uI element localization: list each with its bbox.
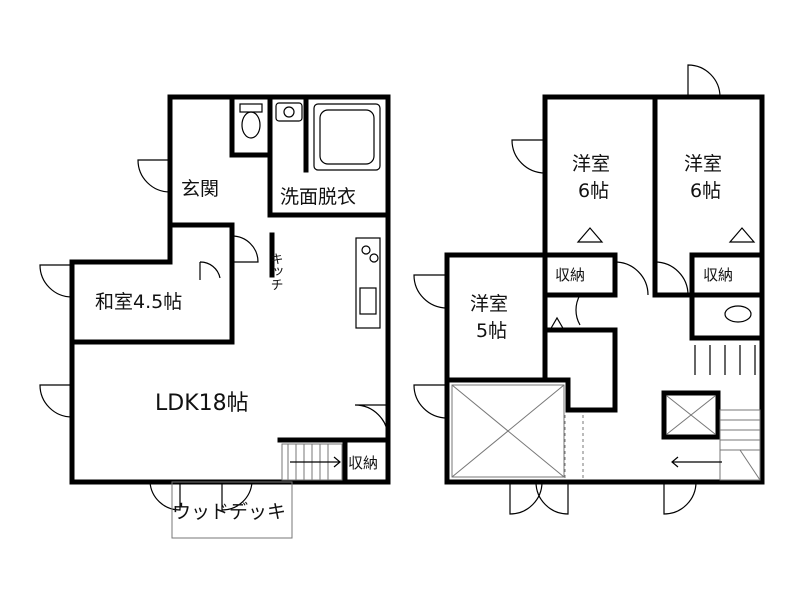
door-bottom-left <box>509 481 543 515</box>
stair-void-box <box>661 390 721 440</box>
label-room-b-size: 6帖 <box>690 180 721 202</box>
bathtub-icon <box>313 103 381 171</box>
entrance-wall <box>167 94 235 265</box>
void-door <box>413 384 448 419</box>
label-washroom: 洗面脱衣 <box>280 186 356 208</box>
label-room-c-size: 5帖 <box>476 320 507 342</box>
ldk-door-icon <box>39 384 73 418</box>
toilet-icon <box>241 111 261 139</box>
stove-burner <box>361 245 371 255</box>
toilet-2-icon <box>724 305 752 323</box>
storage-door-icon <box>354 404 389 439</box>
hall-door-icon <box>231 235 259 263</box>
bathtub-inner <box>319 109 375 165</box>
label-kitchen: キッチ <box>268 252 283 291</box>
floor1-outer-wall <box>69 94 391 485</box>
closet-doors <box>694 345 756 375</box>
japanese-room-door <box>199 261 221 280</box>
sink-icon <box>275 102 303 122</box>
label-japanese-room: 和室4.5帖 <box>95 291 182 313</box>
floor-1: 玄関 洗面脱衣 キッチ 和室4.5帖 LDK18帖 収納 ウッドデッキ <box>39 94 391 539</box>
label-entrance: 玄関 <box>181 178 219 200</box>
label-room-a: 洋室 <box>572 153 610 175</box>
entrance-door-icon <box>137 159 171 193</box>
room-a-door <box>511 139 546 174</box>
label-room-b: 洋室 <box>684 153 722 175</box>
label-ldk: LDK18帖 <box>155 391 249 416</box>
room-c-entry-door <box>575 294 581 326</box>
door-bottom-mid <box>535 481 569 515</box>
toilet-tank <box>239 103 263 113</box>
room-a-entry-door <box>614 261 649 296</box>
wood-deck <box>171 481 293 539</box>
label-storage: 収納 <box>348 454 378 472</box>
stove-burner-2 <box>369 253 379 263</box>
label-room-c: 洋室 <box>470 293 508 315</box>
door-bottom-right <box>663 481 697 515</box>
label-room-a-size: 6帖 <box>578 180 609 202</box>
floor-2: 洋室 6帖 洋室 6帖 洋室 5帖 収納 収納 <box>413 64 765 515</box>
closet-triangles <box>548 227 756 331</box>
kitchen-sink-icon <box>359 287 377 315</box>
floor2-stairs <box>671 409 761 481</box>
balcony-door <box>687 64 721 98</box>
label-deck: ウッドデッキ <box>172 501 286 523</box>
label-storage-b: 収納 <box>703 266 733 284</box>
room-c-window-door <box>413 274 448 309</box>
kitchen-counter-icon <box>355 237 381 329</box>
floor1-stairs <box>281 443 343 481</box>
void-area <box>451 384 565 478</box>
label-storage-a: 収納 <box>555 266 585 284</box>
sink-basin <box>283 106 295 118</box>
japanese-window-door <box>39 264 73 298</box>
deck-door-left <box>149 481 181 511</box>
closet-wall <box>542 327 618 413</box>
room-b-entry-door <box>654 261 689 296</box>
deck-door-right <box>221 481 253 511</box>
